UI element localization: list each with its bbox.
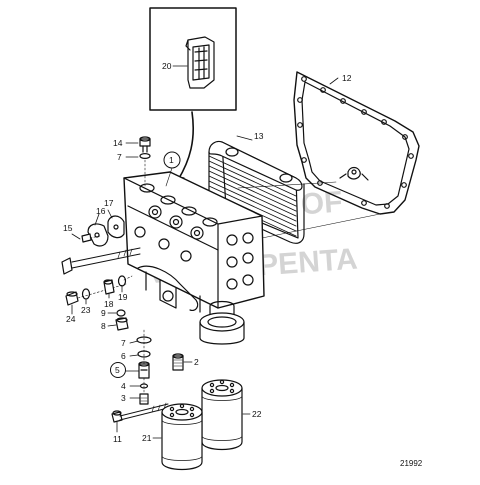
callout-18: 18: [104, 299, 114, 309]
detail-box: 20: [149, 7, 237, 111]
oil-filter-housing-1: [123, 171, 265, 313]
washer-7-top: [139, 153, 151, 160]
callout-15: 15: [63, 223, 73, 233]
callout-4: 4: [121, 381, 126, 391]
callout-9: 9: [101, 308, 106, 318]
callout-5: 5: [115, 365, 120, 375]
callout-6: 6: [121, 351, 126, 361]
callout-17: 17: [104, 198, 114, 208]
callout-2: 2: [194, 357, 199, 367]
callout-1: 1: [169, 155, 174, 165]
cover-plate-16: [87, 223, 109, 247]
gasket-17: [107, 215, 125, 239]
callout-3: 3: [121, 393, 126, 403]
ring-4: [139, 383, 149, 389]
washer-7-lower: [136, 336, 152, 344]
callout-22: 22: [252, 409, 262, 419]
plug-24: [65, 283, 127, 306]
long-bolt-left: [61, 247, 141, 275]
callout-24: 24: [66, 314, 76, 324]
bolt-15: [81, 233, 101, 243]
callout-14: 14: [113, 138, 123, 148]
callout-13: 13: [254, 131, 264, 141]
callout-21: 21: [142, 433, 152, 443]
oil-filter-22: [201, 379, 243, 451]
callout-7-lower: 7: [121, 338, 126, 348]
document-number: 21992: [400, 459, 423, 468]
washer-19: [117, 275, 127, 287]
washer-23: [81, 288, 91, 300]
bolt-14: [139, 136, 151, 153]
plug-18: [103, 279, 115, 295]
bolt-11: [111, 402, 169, 423]
washer-9: [116, 309, 126, 317]
callout-8: 8: [101, 321, 106, 331]
filter-adapter: [199, 300, 245, 345]
callout-19: 19: [118, 292, 128, 302]
callout-7-top: 7: [117, 152, 122, 162]
nipple-2: [172, 353, 184, 371]
seal-6: [137, 350, 151, 358]
nipple-3: [139, 393, 149, 405]
callout-11: 11: [113, 434, 122, 444]
callout-12: 12: [342, 73, 352, 83]
oil-filter-21: [161, 403, 203, 471]
callout-16: 16: [96, 206, 106, 216]
callout-23: 23: [81, 305, 91, 315]
clip-part-20: [185, 36, 215, 89]
valve-5: [138, 361, 150, 379]
callout-20: 20: [162, 61, 172, 71]
plug-8: [115, 317, 129, 331]
